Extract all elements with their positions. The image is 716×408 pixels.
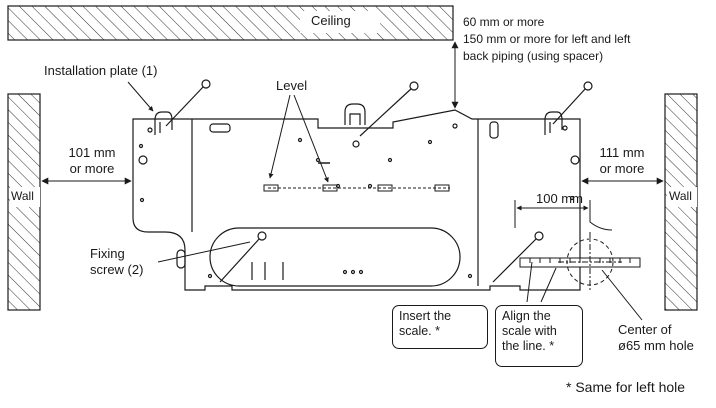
wall-right-label: Wall xyxy=(669,189,692,203)
align-scale-callout: Align the scale with the line. * xyxy=(495,305,583,367)
insert-scale-line-2: scale. * xyxy=(399,324,440,338)
ceiling-label: Ceiling xyxy=(311,13,351,28)
screws xyxy=(165,79,593,283)
ceiling xyxy=(7,5,454,41)
level-label: Level xyxy=(276,78,308,93)
installation-plate-label: Installation plate (1) xyxy=(44,63,158,78)
align-scale-line-3: the line. * xyxy=(502,339,555,353)
insert-scale-line-1: Insert the xyxy=(399,309,452,323)
align-scale-line-1: Align the xyxy=(502,309,551,323)
fixing-screw-label-1: Fixing xyxy=(90,246,125,261)
wall-left-label: Wall xyxy=(11,189,34,203)
footnote: * Same for left hole xyxy=(566,379,686,395)
scale-and-hole xyxy=(519,212,641,292)
wall-left xyxy=(7,93,41,311)
fixing-screw-label-2: screw (2) xyxy=(90,262,144,277)
right-clearance-label-2: or more xyxy=(599,161,645,176)
align-scale-line-2: scale with xyxy=(502,324,557,338)
right-clearance-label-1: 111 mm xyxy=(599,145,645,160)
ceiling-clearance-text-1: 60 mm or more xyxy=(463,15,545,29)
center-hole-label-2: ø65 mm hole xyxy=(618,338,694,353)
left-clearance-label-2: or more xyxy=(69,161,115,176)
leader-lines xyxy=(127,81,643,321)
insert-scale-callout: Insert the scale. * xyxy=(392,305,488,349)
left-clearance-label-1: 101 mm xyxy=(68,145,116,160)
wall-right xyxy=(664,93,698,311)
level-line xyxy=(263,94,450,192)
ceiling-clearance-text-3: back piping (using spacer) xyxy=(463,49,604,63)
center-hole-label-1: Center of xyxy=(618,322,672,337)
ceiling-clearance-text-2: 150 mm or more for left and left xyxy=(463,32,631,46)
dimension-100mm-label: 100 mm xyxy=(536,191,583,206)
installation-plate xyxy=(132,103,581,291)
